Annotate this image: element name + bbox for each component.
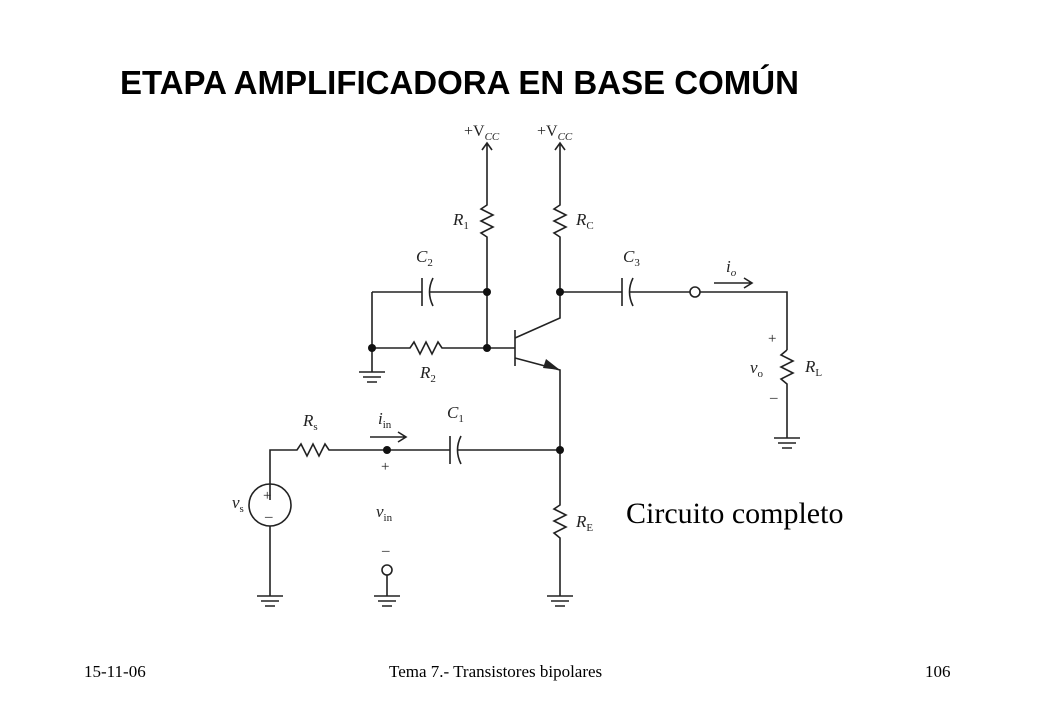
svg-text:+: + [263,488,271,504]
footer-page-number: 106 [925,662,951,681]
vin-minus: – [381,543,390,559]
label-io: io [726,257,737,279]
label-vin: vin [376,502,393,524]
footer-date: 15-11-06 [84,662,146,681]
ground-emitter [547,595,573,607]
ground-vin [374,575,400,607]
label-vs: vs [232,493,244,515]
resistor-r1 [479,195,495,292]
junction-dot [483,344,491,352]
footer-subject: Tema 7.- Transistores bipolares [389,662,603,681]
label-vo: vo [750,358,764,380]
resistor-r2 [372,340,487,356]
label-c3: C3 [623,247,640,269]
label-iin: iin [378,409,392,431]
slide-title: ETAPA AMPLIFICADORA EN BASE COMÚN [120,64,799,101]
voltage-source-vs: + – [248,483,292,596]
io-arrow [714,277,754,289]
resistor-re [552,450,568,596]
ground-left-bias [359,348,385,383]
resistor-rl [779,349,795,438]
junction-dot [483,288,491,296]
vin-plus: + [381,459,389,475]
capacitor-c3 [560,277,690,307]
vo-minus: – [769,390,778,406]
resistor-rc [552,195,568,292]
resistor-rs [269,442,387,500]
label-c1: C1 [447,403,464,425]
ground-source [257,595,283,607]
vo-plus: + [768,331,776,347]
output-terminal [689,286,701,298]
iin-arrow [370,431,408,443]
vin-terminal [381,564,393,576]
figure-caption: Circuito completo [626,497,844,530]
label-rl: RL [804,357,822,379]
wire-output [700,291,788,350]
ground-load [774,437,800,449]
capacitor-c1 [387,435,560,465]
label-r2: R2 [419,363,436,385]
vcc-supply-left: +VCC [464,123,500,195]
junction-dot [556,446,564,454]
label-r1: R1 [452,210,469,232]
label-c2: C2 [416,247,433,269]
svg-text:–: – [264,509,273,525]
npn-transistor [514,292,561,450]
label-re: RE [575,512,593,534]
capacitor-c2 [372,277,487,307]
label-rc: RC [575,210,594,232]
svg-text:+VCC: +VCC [464,123,500,143]
wire-base [486,292,515,349]
label-rs: Rs [302,411,318,433]
junction-dot [368,344,376,352]
vcc-supply-right: +VCC [537,123,573,195]
svg-text:+VCC: +VCC [537,123,573,143]
junction-dot [383,446,391,454]
junction-dot [556,288,564,296]
